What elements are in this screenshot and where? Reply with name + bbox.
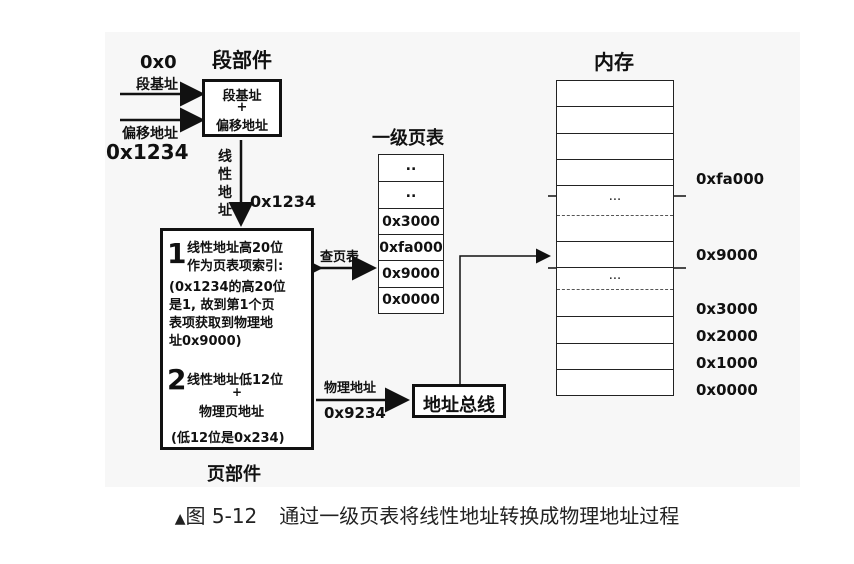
caption-text: 通过一级页表将线性地址转换成物理地址过程: [279, 504, 680, 528]
caption-figure-number: 图 5-12: [185, 504, 258, 528]
memory-address-2000: 0x2000: [696, 327, 758, 345]
step2-line1: 线性地址低12位: [187, 373, 284, 388]
bus-to-memory-line: [459, 248, 551, 384]
linear-address-label: 线 性 地 址: [218, 148, 232, 220]
memory-row: [557, 216, 673, 242]
memory-row: [557, 290, 673, 317]
memory-address-0000: 0x0000: [696, 381, 758, 399]
memory-row: [557, 107, 673, 134]
linear-char: 性: [218, 167, 232, 183]
caption-marker: ▲: [174, 511, 186, 527]
page-table-cell: 0xfa000: [379, 235, 443, 261]
segment-box-base: 段基址: [222, 89, 262, 104]
page-table-title: 一级页表: [372, 128, 444, 149]
physical-address-value: 0x9234: [324, 404, 386, 422]
step1-note-line: 表项获取到物理地: [169, 316, 274, 331]
step2-line2: 物理页地址: [199, 405, 265, 420]
memory-block: ... ...: [556, 80, 674, 396]
memory-row: [557, 134, 673, 160]
lookup-label: 查页表: [320, 250, 360, 265]
step1-note-line: 址0x9000): [169, 334, 242, 349]
memory-ellipsis: ...: [608, 268, 622, 283]
offset-label: 偏移地址: [122, 126, 178, 142]
linear-char: 址: [218, 203, 232, 219]
page-table: .. .. 0x3000 0xfa000 0x9000 0x0000: [378, 154, 444, 314]
step1-line2: 作为页表项索引:: [187, 259, 284, 274]
memory-address-1000: 0x1000: [696, 354, 758, 372]
memory-row: [557, 370, 673, 395]
memory-address-fa000: 0xfa000: [696, 170, 765, 188]
segment-base-value: 0x0: [140, 52, 177, 73]
linear-address-value: 0x1234: [250, 192, 316, 211]
memory-row: [557, 344, 673, 370]
memory-row: [557, 160, 673, 186]
memory-address-9000: 0x9000: [696, 246, 758, 264]
page-table-cell: ..: [379, 155, 443, 182]
figure-caption: ▲图 5-12 通过一级页表将线性地址转换成物理地址过程: [0, 500, 854, 529]
segment-unit-box: 段基址 + 偏移地址: [202, 79, 282, 137]
memory-title: 内存: [594, 50, 634, 74]
offset-value: 0x1234: [106, 140, 189, 164]
step2-plus: +: [231, 385, 243, 399]
memory-row: [557, 317, 673, 344]
physical-address-label: 物理地址: [324, 381, 377, 396]
step1-note-line: (0x1234的高20位: [169, 280, 286, 295]
step1-note-line: 是1, 故到第1个页: [169, 298, 275, 313]
step2-note: (低12位是0x234): [171, 431, 285, 446]
address-bus-label: 地址总线: [423, 395, 495, 416]
segment-box-offset: 偏移地址: [215, 119, 268, 134]
step1-note: (0x1234的高20位 是1, 故到第1个页 表项获取到物理地 址0x9000…: [169, 279, 286, 351]
address-bus-box: 地址总线: [412, 384, 506, 418]
segment-base-label: 段基址: [136, 77, 178, 93]
page-unit-box: 1 线性地址高20位 作为页表项索引: (0x1234的高20位 是1, 故到第…: [160, 228, 314, 450]
memory-row: [557, 242, 673, 268]
step2-number: 2: [167, 363, 187, 396]
segment-box-plus: +: [236, 100, 248, 115]
linear-char: 线: [218, 149, 232, 165]
memory-ellipsis: ...: [608, 189, 622, 204]
page-table-cell: 0x3000: [379, 209, 443, 235]
step1-line1: 线性地址高20位: [187, 241, 284, 256]
memory-row: [557, 81, 673, 107]
step1-number: 1: [167, 237, 187, 270]
page-unit-title: 页部件: [207, 464, 261, 485]
page-table-cell: ..: [379, 182, 443, 209]
segment-unit-title: 段部件: [212, 48, 272, 72]
page-table-cell: 0x9000: [379, 261, 443, 288]
page-table-cell: 0x0000: [382, 292, 440, 308]
linear-char: 地: [218, 185, 232, 201]
memory-gap: ...: [557, 268, 673, 290]
memory-address-3000: 0x3000: [696, 300, 758, 318]
memory-gap: ...: [557, 186, 673, 216]
